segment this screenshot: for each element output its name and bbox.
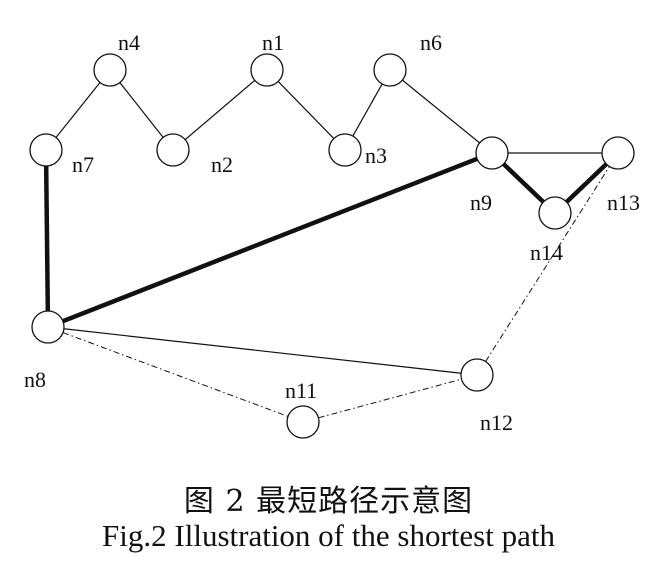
node-n8 xyxy=(31,310,65,344)
node-label-n2: n2 xyxy=(211,152,233,177)
node-label-n12: n12 xyxy=(480,410,513,435)
node-n13 xyxy=(601,136,635,170)
node-label-n13: n13 xyxy=(607,190,640,215)
node-n4 xyxy=(93,53,127,87)
edge-n14-n13-bold xyxy=(564,161,609,205)
edge-n8-n9-bold xyxy=(60,156,480,324)
edge-n8-n11-dashed xyxy=(62,332,289,417)
edge-n2-n1-solid xyxy=(184,79,256,141)
node-n1 xyxy=(250,53,284,87)
node-label-n3: n3 xyxy=(365,143,387,168)
edge-n8-n12-solid xyxy=(63,328,462,374)
figure-caption-chinese: 图 2 最短路径示意图 xyxy=(183,484,474,519)
node-label-n1: n1 xyxy=(262,30,284,55)
edge-n7-n4-solid xyxy=(55,82,101,138)
node-n9 xyxy=(475,136,509,170)
edge-n9-n14-bold xyxy=(501,161,546,205)
edge-n11-n12-dashed xyxy=(318,378,462,419)
node-label-n4: n4 xyxy=(118,30,140,55)
node-label-n8: n8 xyxy=(24,367,46,392)
edge-layer xyxy=(43,79,610,419)
node-label-n11: n11 xyxy=(285,378,317,403)
node-n7 xyxy=(29,133,63,167)
node-layer xyxy=(29,53,635,439)
edge-n6-n9-solid xyxy=(402,79,480,144)
edge-n12-n13-dashed xyxy=(485,166,610,362)
edge-n4-n2-solid xyxy=(119,82,164,138)
node-n11 xyxy=(286,405,320,439)
node-label-n14: n14 xyxy=(530,240,563,265)
node-n12 xyxy=(460,358,494,392)
node-n2 xyxy=(156,133,190,167)
label-layer: n1 n2 n3 n4 n6 n7 n8 n9 n11 n12 n13 n14 xyxy=(24,30,640,435)
edge-n1-n3-solid xyxy=(277,81,335,139)
node-label-n6: n6 xyxy=(420,30,442,55)
edge-n7-n8-bold xyxy=(43,163,51,314)
node-n14 xyxy=(538,196,572,230)
edge-n3-n6-solid xyxy=(352,83,383,137)
node-label-n7: n7 xyxy=(72,152,94,177)
node-n6 xyxy=(373,53,407,87)
node-n3 xyxy=(328,133,362,167)
node-label-n9: n9 xyxy=(470,190,492,215)
figure-caption-english: Fig.2 Illustration of the shortest path xyxy=(102,518,555,553)
